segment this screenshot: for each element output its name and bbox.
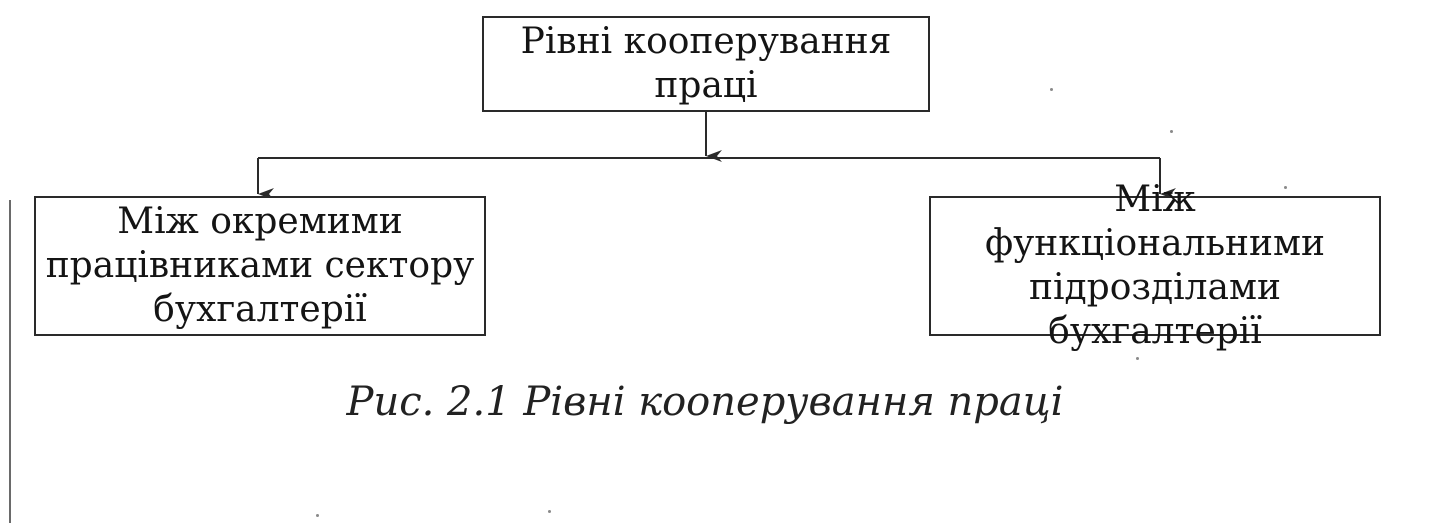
scan-speck (1050, 88, 1053, 91)
scan-speck (1170, 130, 1173, 133)
page-margin-line (9, 200, 11, 523)
diagram-node-right: Між функціональними підрозділами бухгалт… (929, 179, 1381, 352)
scan-speck (548, 510, 551, 513)
node-root-label: Рівні кооперування праці (520, 21, 892, 106)
figure-caption: Рис. 2.1 Рівні кооперування праці (346, 379, 1064, 425)
diagram-node-left: Між окремими працівниками сектору бухгал… (34, 196, 486, 336)
node-right-label: Між функціональними підрозділами бухгалт… (984, 179, 1326, 352)
diagram-node-root: Рівні кооперування праці (482, 16, 930, 112)
scan-speck (1136, 357, 1139, 360)
node-left-label: Між окремими працівниками сектору бухгал… (45, 201, 475, 330)
scan-speck (1284, 186, 1287, 189)
scan-speck (316, 514, 319, 517)
